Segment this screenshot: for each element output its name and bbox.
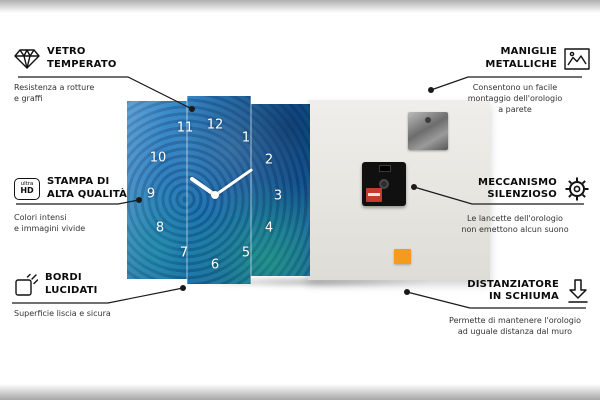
- connector-dot-maniglie: [428, 87, 434, 93]
- feature-title: STAMPA DI ALTA QUALITÀ: [47, 176, 128, 200]
- feature-title: MECCANISMO SILENZIOSO: [478, 176, 557, 201]
- mechanism-knob: [379, 179, 389, 189]
- ultra-hd-icon: ultra HD: [14, 177, 40, 200]
- battery-label: [368, 193, 380, 196]
- polished-edge-icon: [15, 273, 38, 296]
- mechanism-hanging-slot: [379, 165, 391, 172]
- clock-mechanism: [362, 162, 406, 206]
- feature-title: BORDI LUCIDATI: [45, 272, 98, 296]
- clock-numeral: 1: [241, 130, 251, 146]
- metal-hanger-plate: [408, 112, 448, 150]
- spacer-arrow-icon: [568, 279, 588, 303]
- ultra-hd-label-bottom: HD: [20, 186, 34, 196]
- feature-bordi-lucidati: BORDI LUCIDATI Superficie liscia e sicur…: [14, 272, 132, 319]
- clock-numeral: 2: [264, 152, 274, 168]
- glass-seam: [186, 96, 188, 284]
- clock-numeral: 3: [273, 188, 283, 204]
- feature-vetro-temperato: VETRO TEMPERATO Resistenza a rotture e g…: [14, 46, 132, 104]
- clock-numeral: 6: [210, 257, 220, 273]
- clock-numeral: 12: [206, 117, 224, 133]
- feature-maniglie-metalliche: MANIGLIE METALLICHE Consentono un facile…: [440, 46, 590, 116]
- clock-numeral: 10: [149, 150, 167, 166]
- picture-frame-icon: [564, 47, 590, 70]
- feature-stampa-alta-qualita: ultra HD STAMPA DI ALTA QUALITÀ Colori i…: [14, 176, 132, 234]
- feature-description: Superficie liscia e sicura: [14, 309, 111, 318]
- feature-title: VETRO TEMPERATO: [47, 46, 117, 70]
- clock-numeral: 9: [146, 186, 156, 202]
- clock-numeral: 11: [176, 120, 194, 136]
- battery: [366, 188, 382, 202]
- feature-description: Colori intensi e immagini vivide: [14, 213, 86, 234]
- clock-numeral: 5: [241, 245, 251, 261]
- clock-numeral: 7: [179, 245, 189, 261]
- glass-seam: [250, 96, 252, 284]
- clock-front-panel: 12 1 2 3 4 5 6 7 8 9 10 11: [127, 96, 310, 284]
- feature-description: Le lancette dell'orologio non emettono a…: [461, 214, 569, 235]
- feature-meccanismo-silenzioso: MECCANISMO SILENZIOSO Le lancette dell'o…: [440, 176, 590, 235]
- top-vignette: [0, 0, 600, 13]
- bottom-vignette: [0, 384, 600, 400]
- feature-distanziatore-schiuma: DISTANZIATORE IN SCHIUMA Permette di man…: [440, 278, 590, 337]
- hanger-hole: [425, 117, 431, 123]
- clock-numeral: 8: [155, 220, 165, 236]
- gear-icon: [565, 177, 589, 201]
- feature-title: MANIGLIE METALLICHE: [485, 46, 557, 70]
- clock-numeral: 4: [264, 220, 274, 236]
- foam-spacer: [394, 249, 411, 264]
- ultra-hd-label-top: ultra: [20, 180, 34, 187]
- feature-description: Consentono un facile montaggio dell'orol…: [467, 83, 563, 115]
- feature-description: Resistenza a rotture e graffi: [14, 83, 95, 104]
- feature-title: DISTANZIATORE IN SCHIUMA: [467, 278, 559, 303]
- clock-center-cap: [211, 191, 219, 199]
- feature-description: Permette di mantenere l'orologio ad ugua…: [449, 316, 581, 337]
- diamond-icon: [14, 48, 40, 69]
